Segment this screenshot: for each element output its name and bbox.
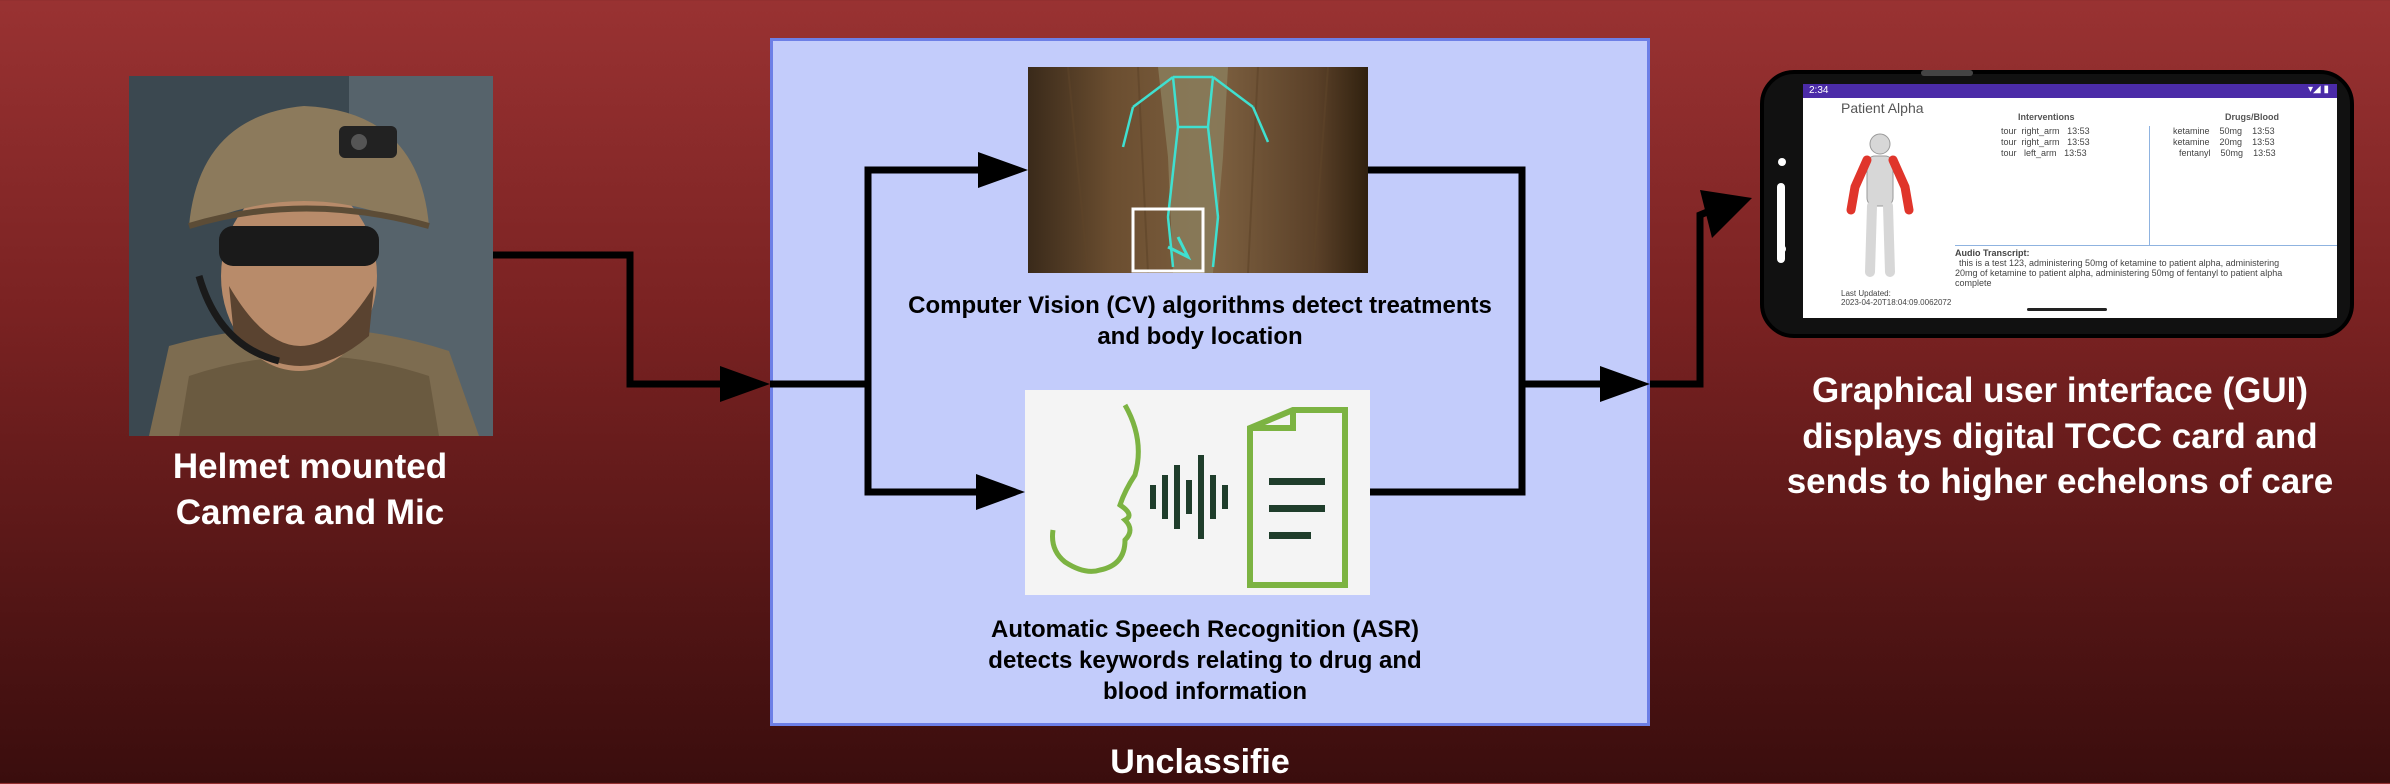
gui-transcript-divider bbox=[1955, 245, 2337, 246]
body-diagram-icon bbox=[1846, 133, 1914, 277]
gui-transcript-line2: 20mg of ketamine to patient alpha, admin… bbox=[1955, 268, 2283, 278]
gui-patient-name: Patient Alpha bbox=[1841, 100, 1924, 116]
sound-wave-icon bbox=[1150, 455, 1228, 539]
helmet-label: Helmet mounted Camera and Mic bbox=[100, 444, 520, 535]
phone-side-button bbox=[1777, 183, 1785, 263]
gui-last-updated-value: 2023-04-20T18:04:09.0062072 bbox=[1841, 298, 1952, 307]
phone-camera-icon bbox=[1778, 158, 1786, 166]
gui-time: 2:34 bbox=[1809, 85, 1829, 96]
classification-marking: Unclassifie bbox=[1110, 743, 1290, 781]
gui-label-line3: sends to higher echelons of care bbox=[1786, 462, 2334, 501]
arrow-from-cv bbox=[1368, 166, 1526, 384]
gui-label-line2: displays digital TCCC card and bbox=[1802, 416, 2318, 456]
status-icons: ▾◢ ▮ bbox=[2308, 84, 2329, 95]
document-icon bbox=[1247, 407, 1348, 588]
drug-row: ketamine 20mg 13:53 bbox=[2173, 137, 2275, 147]
gui-drugs-header: Drugs/Blood bbox=[2225, 112, 2279, 122]
asr-label-line1: Automatic Speech Recognition (ASR) bbox=[990, 616, 1420, 643]
intervention-row: tour right_arm 13:53 bbox=[2001, 137, 2090, 147]
gui-home-indicator bbox=[2027, 308, 2107, 311]
arrow-to-asr bbox=[864, 384, 978, 496]
asr-label-line2: detects keywords relating to drug and bbox=[988, 647, 1422, 675]
drug-row: ketamine 50mg 13:53 bbox=[2173, 126, 2275, 136]
cv-pose-image bbox=[1028, 67, 1368, 273]
gui-label: Graphical user interface (GUI) displays … bbox=[1740, 368, 2380, 505]
gui-interventions-header: Interventions bbox=[2018, 112, 2075, 122]
gui-screen: 2:34 ▾◢ ▮ Patient Alpha Interventions Dr… bbox=[1803, 84, 2337, 318]
cv-label-line1: Computer Vision (CV) algorithms detect t… bbox=[908, 292, 1492, 319]
gui-status-bar: 2:34 ▾◢ ▮ bbox=[1803, 84, 2337, 98]
cv-label: Computer Vision (CV) algorithms detect t… bbox=[880, 290, 1520, 352]
arrow-from-asr bbox=[1370, 384, 1526, 496]
gui-transcript-line3: complete bbox=[1955, 278, 1992, 288]
asr-icon-image bbox=[1025, 390, 1370, 595]
arrow-to-cv bbox=[864, 166, 980, 384]
phone-speaker bbox=[1921, 70, 1973, 76]
asr-label: Automatic Speech Recognition (ASR) detec… bbox=[900, 614, 1510, 708]
phone-sensor-icon bbox=[1778, 245, 1786, 253]
face-profile-icon bbox=[1050, 403, 1141, 574]
helmet-label-line1: Helmet mounted bbox=[172, 447, 448, 486]
gui-column-divider bbox=[2149, 126, 2150, 246]
arrow-helmet-to-process bbox=[493, 251, 722, 388]
helmet-label-line2: Camera and Mic bbox=[175, 492, 445, 532]
gui-label-line1: Graphical user interface (GUI) bbox=[1812, 371, 2308, 410]
asr-label-line3: blood information bbox=[1103, 678, 1307, 706]
gui-last-updated-label: Last Updated: bbox=[1841, 289, 1891, 298]
helmet-camera-photo bbox=[129, 76, 493, 436]
gui-transcript-line1: this is a test 123, administering 50mg o… bbox=[1959, 258, 2280, 268]
cv-label-line2: and body location bbox=[1097, 323, 1303, 351]
gui-transcript-header: Audio Transcript: bbox=[1955, 248, 2030, 258]
arrow-to-gui bbox=[1650, 206, 1714, 388]
intervention-row: tour right_arm 13:53 bbox=[2001, 126, 2090, 136]
intervention-row: tour left_arm 13:53 bbox=[2001, 148, 2087, 158]
drug-row: fentanyl 50mg 13:53 bbox=[2179, 148, 2276, 158]
